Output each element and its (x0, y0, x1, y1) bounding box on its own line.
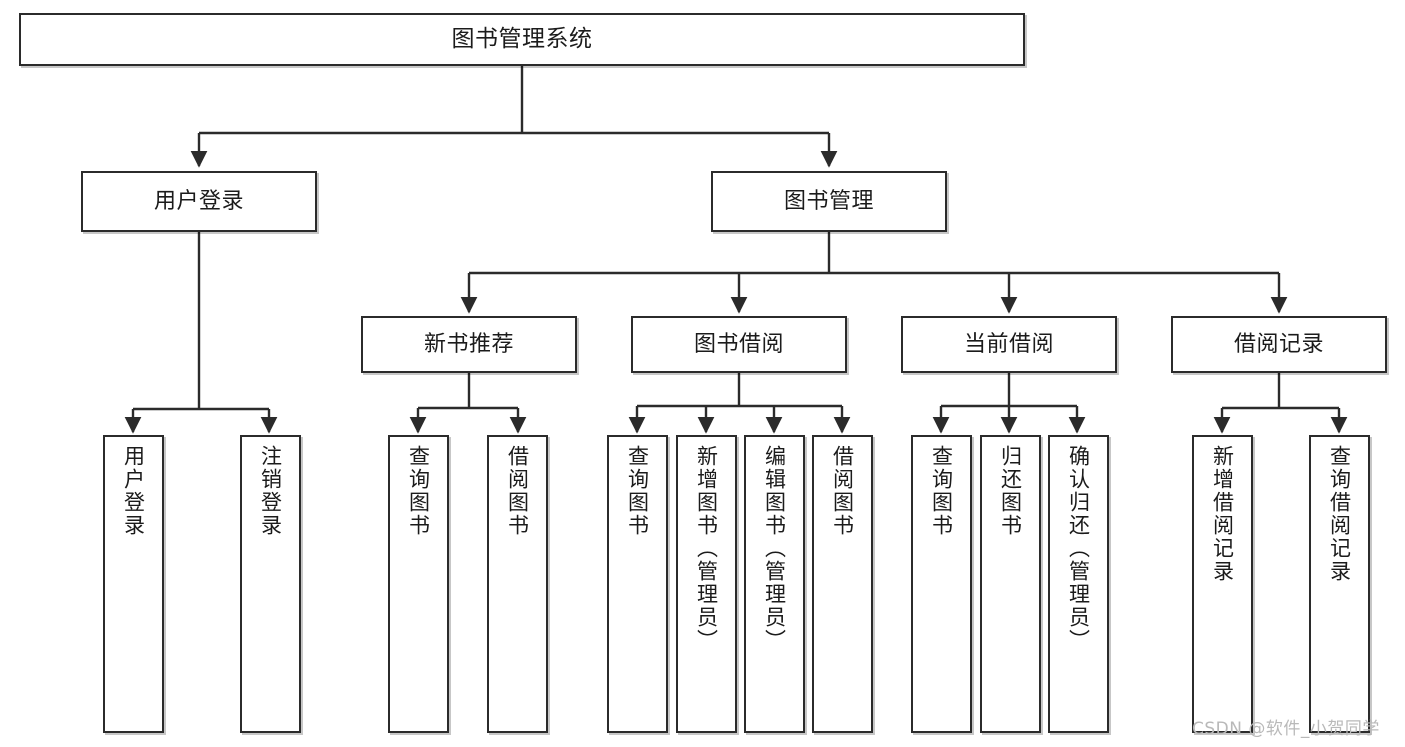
leaf-current-query-book[interactable]: 查询图书 (911, 435, 972, 733)
leaf-records-add-record[interactable]: 新增借阅记录 (1192, 435, 1253, 733)
node-current-borrow[interactable]: 当前借阅 (901, 316, 1117, 373)
node-label: 查询图书 (929, 445, 954, 537)
node-label: 用户登录 (153, 188, 244, 214)
node-label: 查询图书 (406, 445, 431, 537)
node-label: 图书借阅 (693, 331, 784, 357)
node-label: 新书推荐 (423, 331, 514, 357)
leaf-user-login-logout[interactable]: 注销登录 (240, 435, 301, 733)
leaf-current-return-book[interactable]: 归还图书 (980, 435, 1041, 733)
leaf-borrow-edit-book-admin[interactable]: 编辑图书（管理员） (744, 435, 805, 733)
leaf-borrow-query-book[interactable]: 查询图书 (607, 435, 668, 733)
node-borrow-records[interactable]: 借阅记录 (1171, 316, 1387, 373)
node-label: 借阅图书 (505, 445, 530, 537)
node-label: 借阅图书 (830, 445, 855, 537)
node-book-management[interactable]: 图书管理 (711, 171, 947, 232)
node-label: 新增图书（管理员） (694, 445, 719, 652)
leaf-borrow-add-book-admin[interactable]: 新增图书（管理员） (676, 435, 737, 733)
node-label: 查询借阅记录 (1327, 445, 1352, 583)
node-label: 归还图书 (998, 445, 1023, 537)
node-label: 新增借阅记录 (1210, 445, 1235, 583)
leaf-borrow-borrow-book[interactable]: 借阅图书 (812, 435, 873, 733)
node-label: 确认归还（管理员） (1066, 445, 1091, 652)
node-label: 注销登录 (258, 445, 283, 537)
node-label: 图书管理系统 (451, 25, 593, 52)
leaf-recommend-query-book[interactable]: 查询图书 (388, 435, 449, 733)
node-label: 查询图书 (625, 445, 650, 537)
leaf-recommend-borrow-book[interactable]: 借阅图书 (487, 435, 548, 733)
node-label: 编辑图书（管理员） (762, 445, 787, 652)
node-book-borrow[interactable]: 图书借阅 (631, 316, 847, 373)
node-root-system[interactable]: 图书管理系统 (19, 13, 1025, 66)
watermark: CSDN @软件_小贺同学 (1192, 719, 1380, 739)
node-label: 借阅记录 (1233, 331, 1324, 357)
leaf-user-login-login[interactable]: 用户登录 (103, 435, 164, 733)
node-user-login[interactable]: 用户登录 (81, 171, 317, 232)
leaf-records-query-record[interactable]: 查询借阅记录 (1309, 435, 1370, 733)
node-new-book-recommend[interactable]: 新书推荐 (361, 316, 577, 373)
node-label: 当前借阅 (963, 331, 1054, 357)
node-label: 图书管理 (783, 188, 874, 214)
leaf-current-confirm-return-admin[interactable]: 确认归还（管理员） (1048, 435, 1109, 733)
node-label: 用户登录 (121, 445, 146, 537)
